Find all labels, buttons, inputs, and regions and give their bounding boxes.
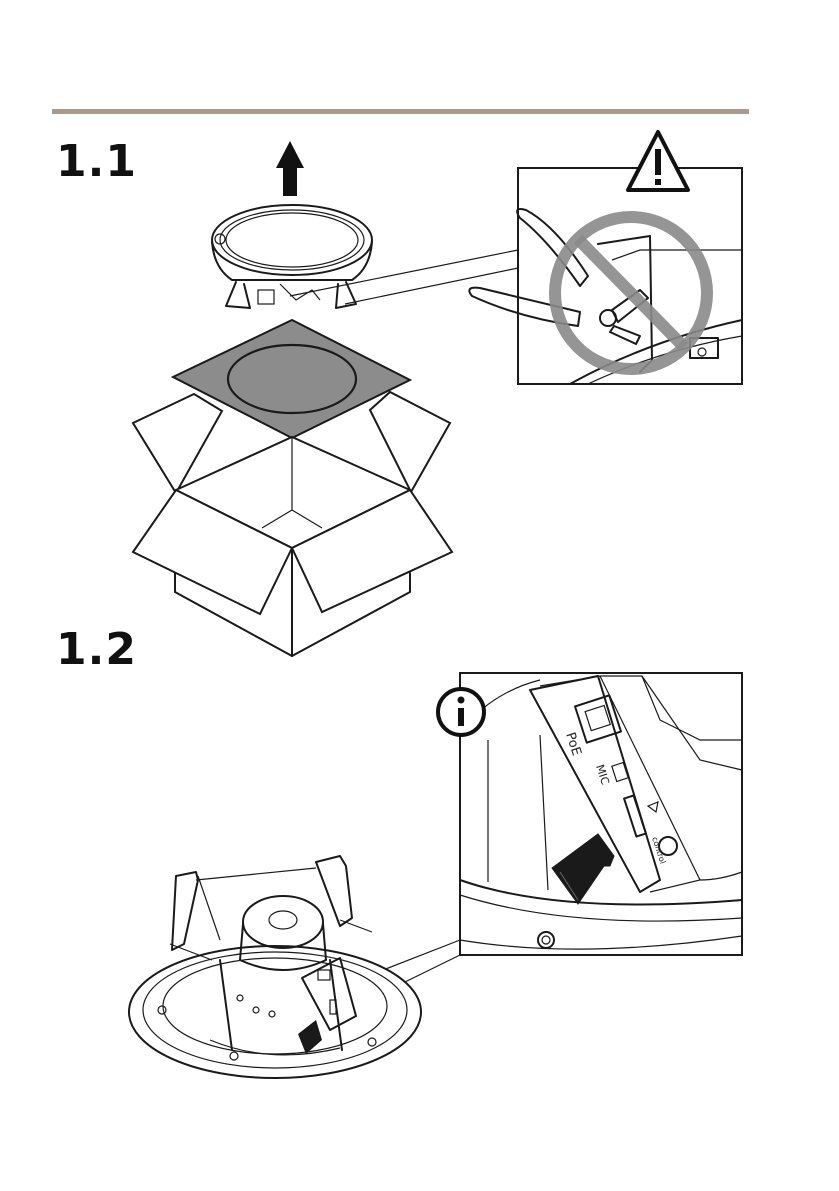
speaker-underside bbox=[129, 856, 421, 1078]
speaker-unit bbox=[212, 205, 372, 308]
port-detail-box: PoE MIC control bbox=[460, 673, 742, 955]
arrow-up-icon bbox=[276, 141, 304, 196]
warning-detail-box bbox=[469, 168, 742, 384]
warning-triangle-icon bbox=[628, 132, 688, 190]
info-icon bbox=[438, 689, 484, 735]
